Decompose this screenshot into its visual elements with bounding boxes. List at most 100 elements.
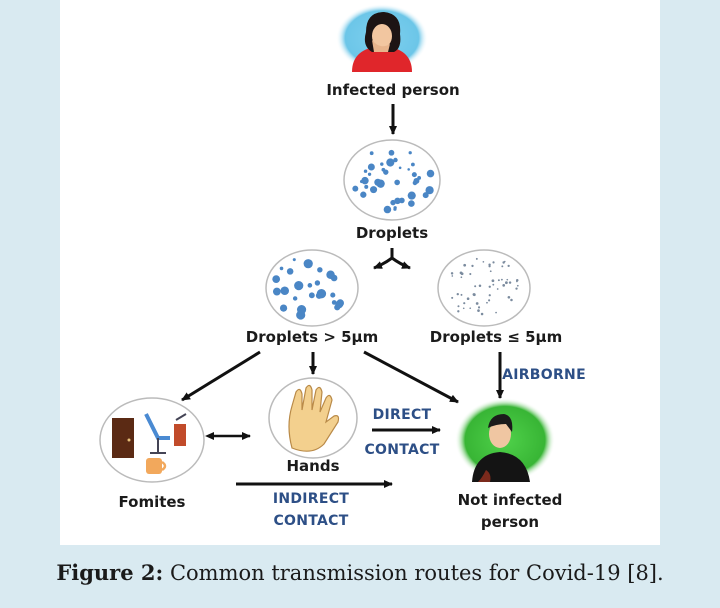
droplet-dot — [471, 264, 474, 268]
droplet-dot — [456, 292, 459, 296]
droplet-dot — [398, 166, 402, 170]
droplet-dot — [472, 293, 476, 297]
large-droplets-label: Droplets > 5μm — [245, 328, 379, 346]
droplet-dot — [394, 197, 401, 205]
droplets-icon — [343, 139, 441, 221]
droplet-dot — [489, 270, 492, 273]
airborne-label: AIRBORNE — [502, 367, 586, 383]
droplet-dot — [463, 263, 467, 267]
droplet-dot — [364, 184, 369, 189]
droplet-dot — [316, 289, 327, 299]
droplet-dot — [367, 172, 372, 176]
droplet-dot — [502, 261, 505, 264]
droplet-dot — [408, 151, 412, 155]
droplet-dot — [475, 302, 479, 305]
figure-caption: Figure 2: Common transmission routes for… — [0, 560, 720, 585]
droplet-dot — [457, 310, 460, 313]
droplet-dot — [516, 284, 519, 287]
droplet-dot — [272, 287, 281, 296]
droplet-dot — [497, 279, 500, 282]
droplet-dot — [477, 306, 481, 309]
droplet-dot — [388, 149, 395, 156]
droplet-dot — [369, 151, 374, 156]
direct-contact-label-line2: CONTACT — [364, 442, 440, 458]
infected-person-icon — [336, 4, 428, 72]
droplet-dot — [463, 302, 466, 305]
droplet-dot — [279, 304, 288, 312]
droplet-dot — [280, 286, 290, 296]
split-arrow — [373, 248, 411, 270]
caption-text: Common transmission routes for Covid-19 … — [163, 561, 664, 585]
droplet-dot — [367, 163, 375, 171]
hand-icon — [268, 377, 358, 459]
droplet-dot — [491, 279, 495, 283]
droplet-dot — [296, 305, 307, 315]
droplet-dot — [380, 162, 384, 166]
transmission-diagram — [99, 4, 555, 488]
droplet-dot — [478, 284, 482, 288]
droplet-dot — [469, 307, 472, 310]
droplet-dot — [279, 266, 284, 271]
droplet-dot — [492, 261, 495, 264]
not-infected-label-line1: Not infected — [457, 491, 563, 509]
droplet-dot — [496, 288, 499, 290]
droplet-dot — [507, 295, 511, 299]
droplet-dot — [462, 307, 465, 310]
droplet-dot — [407, 191, 416, 200]
droplet-dot — [386, 158, 395, 167]
droplet-dot — [408, 200, 415, 207]
droplet-dot — [394, 179, 400, 186]
droplet-dot — [361, 176, 369, 185]
droplet-dot — [308, 292, 315, 299]
droplet-dot — [407, 168, 410, 171]
droplet-dot — [501, 265, 504, 268]
droplet-dot — [502, 284, 506, 287]
droplet-dot — [426, 169, 435, 178]
droplet-dot — [272, 275, 281, 284]
droplet-dot — [425, 186, 434, 195]
droplet-dot — [482, 260, 485, 263]
droplet-dot — [450, 272, 454, 275]
droplet-dot — [352, 185, 359, 192]
not-infected-label-line2: person — [480, 513, 540, 531]
droplet-dot — [370, 186, 378, 194]
droplet-dot — [381, 167, 386, 172]
droplet-dot — [294, 281, 304, 291]
droplet-dot — [507, 264, 510, 268]
droplet-dot — [393, 207, 397, 211]
droplet-dot — [486, 301, 488, 304]
droplet-dot — [480, 312, 484, 316]
indirect-contact-label-line2: CONTACT — [273, 513, 349, 529]
droplet-dot — [393, 157, 398, 163]
droplet-dot — [360, 191, 367, 198]
droplet-dot — [495, 311, 497, 314]
direct-contact-label-line1: DIRECT — [372, 407, 432, 423]
droplet-dot — [292, 258, 296, 262]
droplet-dot — [488, 299, 491, 302]
arrow-large-to-fomites — [181, 350, 261, 402]
droplet-dot — [410, 162, 415, 167]
droplet-dot — [306, 259, 311, 264]
droplet-dot — [411, 172, 417, 178]
arrow-large-to-not-infected — [363, 350, 459, 404]
droplet-dot — [307, 283, 313, 288]
fomites-icon — [99, 397, 205, 483]
droplet-dot — [469, 272, 472, 276]
not-infected-person-icon — [455, 398, 555, 482]
droplet-dot — [466, 297, 470, 301]
droplet-dot — [488, 294, 491, 297]
droplet-dot — [515, 287, 518, 290]
indirect-contact-label-line1: INDIRECT — [272, 491, 350, 507]
droplet-dot — [363, 169, 368, 173]
droplet-dot — [451, 296, 454, 299]
droplet-dot — [286, 268, 294, 275]
droplet-dot — [413, 177, 420, 184]
droplet-dot — [451, 275, 454, 277]
small-droplets-icon — [437, 249, 531, 327]
droplet-dot — [460, 276, 463, 279]
infected-person-label: Infected person — [326, 81, 460, 99]
droplet-dot — [508, 281, 512, 284]
large-droplets-icon — [265, 249, 359, 327]
droplet-dot — [460, 293, 463, 296]
droplet-dot — [383, 205, 392, 214]
